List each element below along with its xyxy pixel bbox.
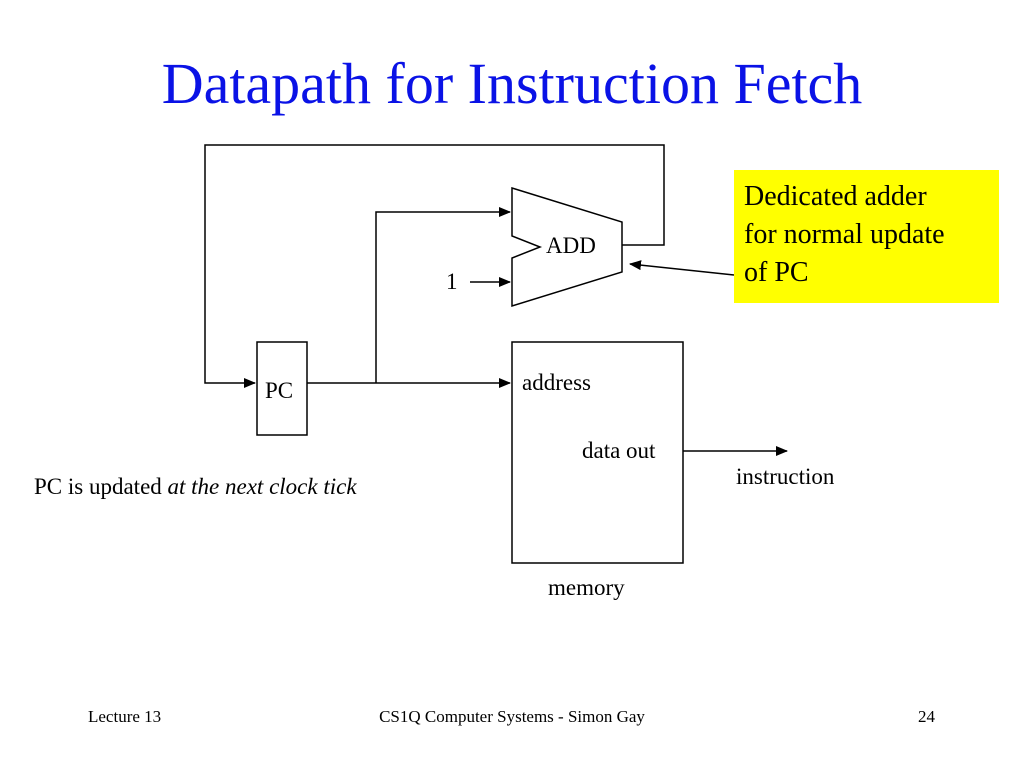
feedback-wire: [204, 144, 665, 388]
constant-label: 1: [446, 269, 458, 294]
memory-caption: memory: [548, 575, 625, 600]
callout-line: of PC: [744, 257, 809, 288]
footer-lecture: Lecture 13: [88, 707, 162, 726]
memory-address-label: address: [522, 370, 591, 395]
pc-register: [256, 341, 308, 436]
memory-box: [511, 341, 684, 564]
pc-to-adder-wire: [375, 207, 511, 383]
memory-data-out-label: data out: [582, 438, 656, 463]
note-emphasis: at the next clock tick: [167, 474, 357, 499]
note-prefix: PC is updated: [34, 474, 168, 499]
callout-line: for normal update: [744, 219, 945, 250]
footer-page-number: 24: [918, 707, 935, 726]
callout-line: Dedicated adder: [744, 181, 927, 212]
adder-shape: [511, 186, 623, 308]
pc-label: PC: [265, 378, 293, 403]
callout-box: Dedicated adder for normal update of PC: [734, 170, 999, 303]
instruction-label: instruction: [736, 464, 835, 489]
callout-arrow: [629, 260, 735, 276]
slide-title: Datapath for Instruction Fetch: [161, 51, 863, 116]
adder-label: ADD: [546, 233, 596, 258]
clock-tick-note: PC is updated at the next clock tick: [34, 472, 357, 502]
footer-course: CS1Q Computer Systems - Simon Gay: [379, 707, 645, 726]
